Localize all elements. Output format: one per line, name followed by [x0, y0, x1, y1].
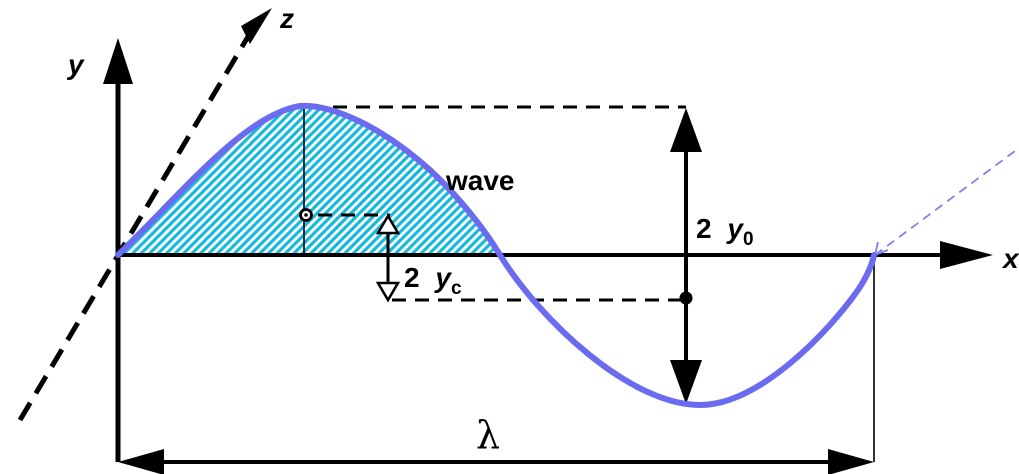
centroid-arrow-up: [375, 213, 401, 235]
amplitude-label: 2 y0: [696, 213, 754, 250]
amplitude-sub: 0: [743, 229, 754, 250]
centroid-arrow-down: [375, 281, 401, 303]
x-axis-label: x: [1001, 243, 1019, 274]
z-axis-label: z: [279, 3, 294, 34]
amplitude-arrow-down: [670, 360, 702, 404]
wavelength-label: λ: [476, 413, 500, 457]
centroid-sub: c: [451, 278, 462, 299]
guide-dashed-line: [874, 147, 1019, 256]
amplitude-var: y: [725, 213, 744, 244]
centroid-var: y: [433, 262, 452, 293]
amplitude-arrow-up: [670, 108, 702, 152]
wave-curve: [115, 102, 877, 409]
amplitude-midpoint: [679, 291, 693, 305]
y-axis-label: y: [66, 49, 85, 80]
y-axis-arrowhead: [103, 38, 133, 84]
crest-hatched-area: [118, 105, 500, 255]
wavelength-arrow-left: [118, 449, 164, 474]
centroid-point-center: [304, 213, 308, 217]
centroid-label: 2 yc: [404, 262, 462, 299]
wave-label: wave: [445, 165, 515, 196]
wavelength-arrow-right: [828, 449, 874, 474]
amplitude-coef: 2: [696, 213, 712, 244]
x-axis-arrowhead: [940, 241, 993, 269]
z-axis-arrowhead: [241, 8, 272, 44]
z-axis-line: [17, 28, 255, 422]
centroid-coef: 2: [404, 262, 420, 293]
